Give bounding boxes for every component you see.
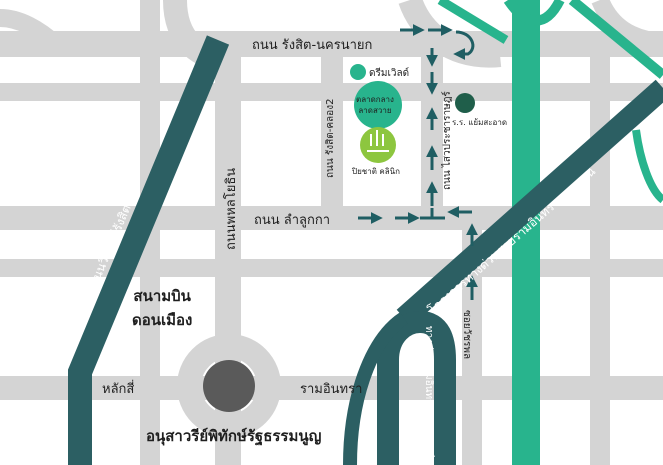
green-expressway-branch [568, 0, 663, 79]
u-turn-icon [453, 30, 475, 60]
atnarong-outer [343, 312, 409, 465]
dream-world-marker [350, 64, 366, 80]
label-lamlukka: ถนน ลำลูกกา [254, 213, 331, 228]
label-rangsit-nakhonnayok: ถนน รังสิต-นครนายก [252, 38, 373, 53]
green-expressway [437, 0, 663, 465]
hospital-marker [455, 93, 475, 113]
talat-marker [354, 81, 402, 129]
green-expressway-loop [503, 0, 565, 26]
monument-roundabout [203, 360, 255, 412]
label-clinic: ปิยชาติ คลินิก [352, 167, 400, 176]
atnarong-loop [377, 310, 456, 465]
label-ram-inthra: รามอินทรา [300, 382, 363, 397]
label-lak-si: หลักสี่ [102, 382, 135, 397]
label-talat: ตลาดกลาง ลาดสวาย [356, 95, 394, 115]
label-expressway-atnarong: ทางด่วนรามอินทรา-อาจณรงค์ [423, 326, 434, 458]
green-expressway-branch-left [437, 0, 509, 44]
green-expressway-main [512, 0, 540, 465]
label-hospital: ร.ร. แย้มสะอาด [452, 118, 508, 127]
road-arc-right [398, 0, 502, 68]
route-connector [420, 208, 445, 220]
green-expressway-curve [632, 129, 663, 204]
road-arc-topright [591, 0, 663, 51]
label-airport: สนามบิน ดอนเมือง [132, 287, 193, 329]
clinic-logo-detail [367, 130, 389, 152]
expressway-diagonal [396, 79, 663, 327]
vibhavadi-road [68, 35, 230, 465]
route-arrows [358, 24, 478, 300]
atnarong-curve [343, 310, 456, 465]
label-phahonyothin: ถนนพหลโยธิน [224, 167, 239, 250]
label-dream-world: ดรีมเวิลด์ [369, 68, 410, 79]
label-rangsit-khlong2: ถนน รังสิต-คลอง2 [325, 98, 336, 178]
label-soi-watcharaphon: ซอยวัชรพล [461, 310, 472, 360]
road-arc-topleft [0, 9, 62, 51]
roundabout-ring [177, 334, 281, 438]
label-saiprachasamakki: ถนน ไสวประชาราษฎร์ [442, 91, 453, 190]
label-monument: อนุสาวรีย์พิทักษ์รัฐธรรมนูญ [146, 427, 322, 445]
